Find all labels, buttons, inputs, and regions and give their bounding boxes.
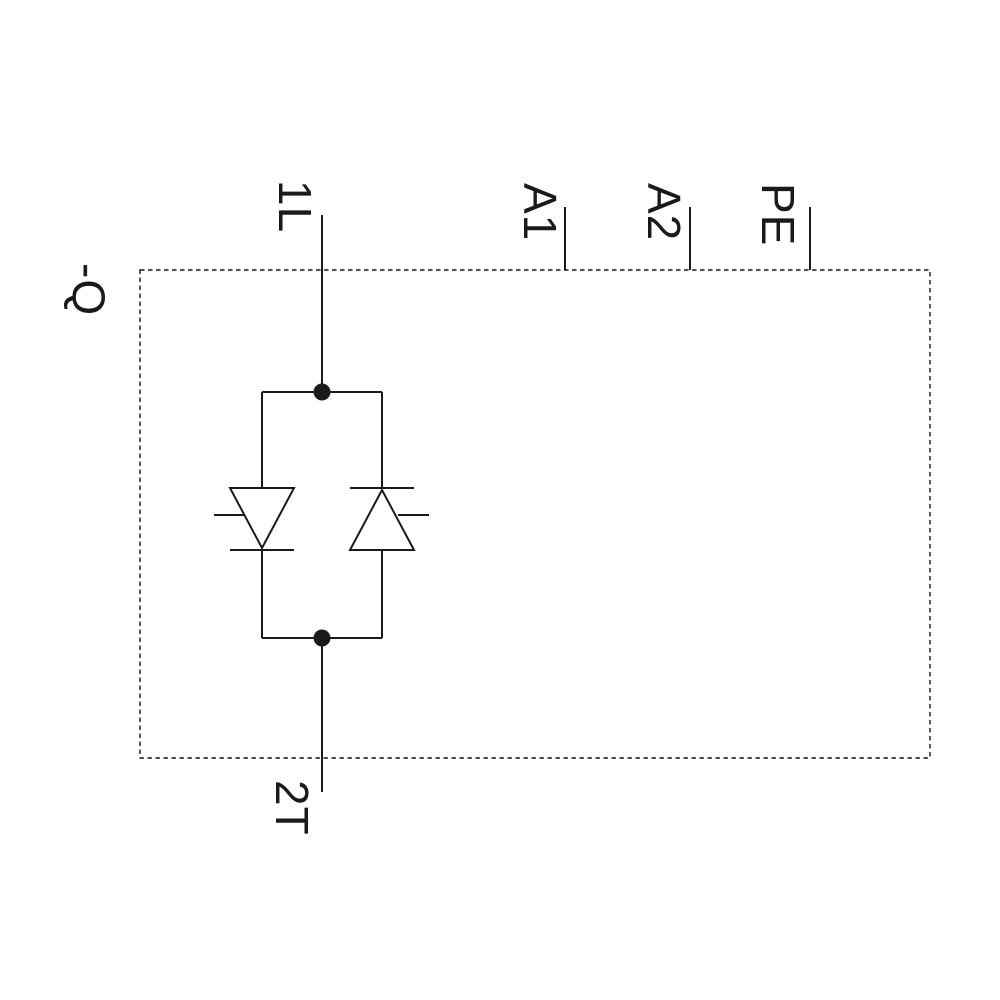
terminal-label-1l: 1L <box>269 180 321 234</box>
enclosure-dashed-outline <box>139 269 931 759</box>
terminal-label-pe: PE <box>752 183 804 247</box>
thyristor-left-icon <box>214 392 296 638</box>
component-reference-label: -Q <box>63 263 115 317</box>
junction-dot-bottom <box>313 629 331 647</box>
junction-dot-top <box>313 383 331 401</box>
terminal-label-2t: 2T <box>266 780 318 836</box>
terminal-label-a2: A2 <box>638 183 690 242</box>
terminal-label-a1: A1 <box>514 183 566 242</box>
thyristor-right-icon <box>348 392 429 638</box>
